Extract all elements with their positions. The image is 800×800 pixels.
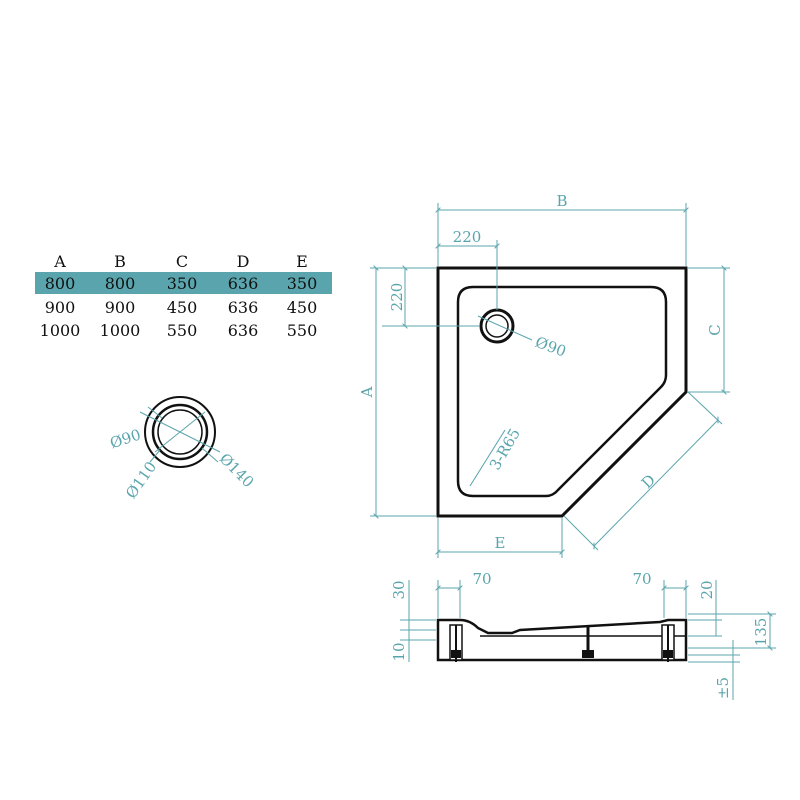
section-foot-middle [582, 625, 594, 658]
table-cell: 450 [287, 298, 318, 317]
drain-label-90: Ø90 [108, 425, 143, 452]
table-cell: 550 [287, 321, 318, 340]
label-a: A [358, 386, 376, 398]
label-b: B [556, 192, 567, 210]
drain-label-110: Ø110 [122, 458, 160, 502]
label-220-x: 220 [453, 228, 482, 246]
dim-extension [687, 391, 723, 425]
label-c: C [706, 324, 724, 335]
table-cell: 636 [228, 274, 259, 293]
table-row: 900 900 450 636 450 [45, 298, 318, 317]
tray-drain-inner [485, 314, 509, 338]
table-header-c: C [176, 252, 188, 271]
table-cell: 350 [287, 274, 318, 293]
table-header-a: A [53, 252, 66, 271]
label-70-left: 70 [472, 570, 491, 588]
drain-leader-line [147, 406, 163, 419]
drain-leader-line [149, 449, 161, 463]
label-drain-90: Ø90 [533, 333, 569, 361]
label-135: 135 [752, 618, 770, 647]
drain-middle-ring [151, 403, 209, 461]
dim-extension [563, 515, 599, 551]
table-header-b: B [114, 252, 126, 271]
table-cell: 450 [167, 298, 198, 317]
label-70-right: 70 [632, 570, 651, 588]
table-cell: 350 [167, 274, 198, 293]
label-d: D [638, 471, 659, 492]
size-table: A B C D E 800 800 350 636 350 900 900 45… [35, 252, 332, 340]
table-cell: 900 [105, 298, 136, 317]
label-10: 10 [390, 642, 408, 661]
table-cell: 800 [105, 274, 136, 293]
label-pm5: ±5 [714, 677, 732, 699]
table-header-e: E [296, 252, 308, 271]
radius-leader [469, 429, 506, 487]
label-e: E [495, 534, 506, 552]
label-radius: 3-R65 [486, 425, 524, 473]
table-header-d: D [237, 252, 250, 271]
label-30: 30 [390, 580, 408, 599]
section-foot-left [449, 624, 463, 662]
table-row: 1000 1000 550 636 550 [40, 321, 318, 340]
label-220-y: 220 [388, 283, 406, 312]
label-20: 20 [698, 580, 716, 599]
table-cell: 1000 [40, 321, 81, 340]
table-cell: 1000 [100, 321, 141, 340]
drain-inner-ring [157, 409, 203, 455]
table-row: 800 800 350 636 350 [45, 274, 318, 293]
dim-line-d [593, 416, 719, 550]
table-cell: 550 [167, 321, 198, 340]
drain-label-140: Ø140 [216, 450, 258, 492]
drain-outer-ring [144, 396, 216, 468]
tray-basin [456, 285, 668, 498]
drain-leader-line [201, 447, 219, 463]
section-foot-right [661, 624, 675, 662]
plan-view: B 220 220 Ø90 C A 3-R65 D [358, 192, 730, 558]
table-cell: 636 [228, 298, 259, 317]
section-profile [436, 618, 688, 662]
table-highlight-row [35, 272, 332, 294]
table-header: A B C D E [53, 252, 308, 271]
table-cell: 636 [228, 321, 259, 340]
drain-leader [477, 315, 533, 341]
drain-diameter-line [154, 411, 206, 453]
table-cell: 800 [45, 274, 76, 293]
table-cell: 900 [45, 298, 76, 317]
section-view: 70 70 30 10 20 135 ±5 [390, 570, 776, 700]
drain-detail: Ø90 Ø110 Ø140 [108, 396, 258, 502]
